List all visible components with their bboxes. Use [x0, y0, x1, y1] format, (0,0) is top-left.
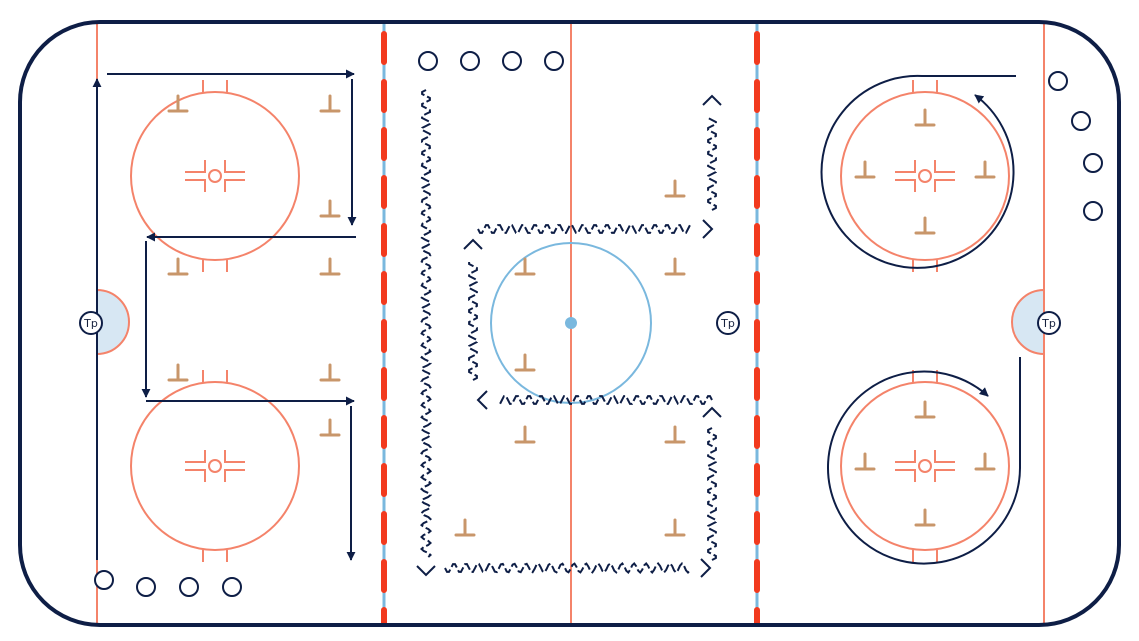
player-circle-icon [418, 51, 438, 71]
skate-path [444, 558, 712, 578]
faceoff-dot [208, 169, 222, 183]
player-circle-icon [1083, 201, 1103, 221]
cone-icon [664, 518, 686, 537]
cone-icon [319, 257, 341, 276]
faceoff-circle [840, 370, 1010, 562]
cone-icon [167, 257, 189, 276]
faceoff-dot [208, 459, 222, 473]
cones [167, 94, 996, 537]
faceoff-dot [918, 169, 932, 183]
rink-boards [18, 20, 1121, 627]
trainer-marker-right: Tp [1037, 311, 1061, 335]
cone-icon [664, 425, 686, 444]
skate-path [476, 390, 713, 410]
trainer-marker-icon [79, 311, 103, 335]
trainer-marker-left: Tp [79, 311, 103, 335]
skate-path [463, 238, 483, 381]
player-circle-icon [1071, 111, 1091, 131]
faceoff-dot [918, 459, 932, 473]
trainer-marker-icon [716, 311, 740, 335]
cone-icon [854, 160, 876, 179]
cone-icon [854, 452, 876, 471]
goal-crease-left [96, 288, 130, 356]
player-circle-icon [1048, 71, 1068, 91]
trainer-marker-label: Tp [83, 317, 98, 330]
cone-icon [514, 353, 536, 372]
cone-icon [914, 508, 936, 527]
skate-path [702, 406, 722, 561]
skate-paths [416, 89, 722, 578]
cone-icon [319, 363, 341, 382]
cone-icon [974, 452, 996, 471]
skate-path-top-circle [820, 74, 1016, 269]
player-circle-icon [222, 577, 242, 597]
trainer-marker-label: Tp [1041, 317, 1056, 330]
cone-icon [664, 179, 686, 198]
faceoff-circle [130, 370, 300, 562]
cone-icon [974, 160, 996, 179]
trainer-marker-center: Tp [716, 311, 740, 335]
player-circle-icon [94, 570, 114, 590]
center-faceoff-dot [565, 317, 577, 329]
player-circle-icon [502, 51, 522, 71]
player-circle-icon [544, 51, 564, 71]
player-circle-icon [179, 577, 199, 597]
skate-path [416, 89, 436, 577]
player-circle-icon [1083, 153, 1103, 173]
cone-icon [664, 257, 686, 276]
cone-icon [454, 518, 476, 537]
goal-crease-right [1011, 288, 1045, 356]
cone-icon [319, 199, 341, 218]
cone-icon [319, 418, 341, 437]
skate-path-bottom-circle [827, 357, 1021, 565]
faceoff-circle [840, 80, 1010, 272]
cone-icon [167, 363, 189, 382]
skate-path [477, 219, 714, 239]
cone-icon [914, 108, 936, 127]
players [94, 51, 1103, 597]
skate-path [702, 94, 722, 211]
player-circle-icon [136, 577, 156, 597]
player-circle-icon [460, 51, 480, 71]
cone-icon [514, 425, 536, 444]
faceoff-circles [130, 80, 1010, 562]
cone-icon [514, 257, 536, 276]
trainer-marker-icon [1037, 311, 1061, 335]
faceoff-circle [130, 80, 300, 272]
cone-icon [319, 94, 341, 113]
cone-icon [914, 400, 936, 419]
right-zone-paths [820, 74, 1021, 565]
cone-icon [914, 216, 936, 235]
trainer-marker-label: Tp [720, 317, 735, 330]
cone-icon [167, 94, 189, 113]
